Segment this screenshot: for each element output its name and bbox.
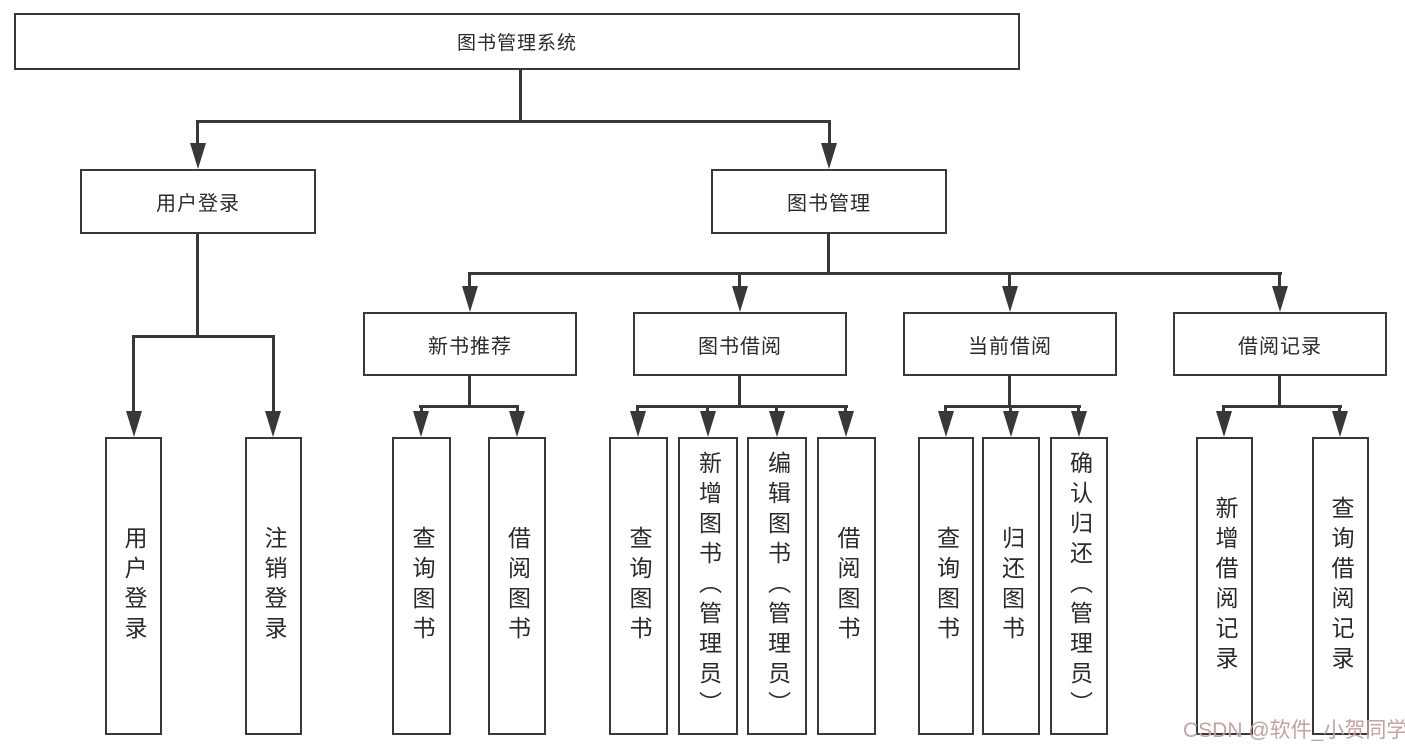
connector-line [516, 405, 519, 413]
connector-line [738, 272, 741, 288]
arrow-down-icon [821, 143, 837, 169]
node-new-book-recommendation-label: 新书推荐 [428, 335, 512, 358]
connector-line [132, 335, 135, 413]
node-book-borrowing: 图书借阅 [633, 312, 847, 376]
arrow-down-icon [509, 411, 525, 437]
connector-line [706, 405, 709, 413]
connector-line [1077, 405, 1080, 413]
connector-line [1222, 405, 1225, 413]
node-library-system: 图书管理系统 [14, 13, 1020, 70]
connector-line [944, 405, 1081, 408]
connector-line [1338, 405, 1341, 413]
arrow-down-icon [630, 411, 646, 437]
leaf-user-login-label: 用户登录 [121, 526, 147, 646]
connector-line [468, 376, 471, 408]
node-book-management: 图书管理 [711, 169, 947, 234]
leaf-query-borrow-record-label: 查询借阅记录 [1328, 496, 1354, 676]
connector-line [420, 405, 423, 413]
leaf-add-borrow-record-label: 新增借阅记录 [1212, 496, 1238, 676]
leaf-add-borrow-record: 新增借阅记录 [1196, 437, 1253, 735]
connector-line [468, 272, 1282, 275]
arrow-down-icon [838, 411, 854, 437]
leaf-query-books-borrowing-label: 查询图书 [626, 526, 652, 646]
node-current-borrowing: 当前借阅 [903, 312, 1117, 376]
connector-line [636, 405, 639, 413]
leaf-add-book-admin-label: 新增图书（管理员） [695, 451, 722, 721]
arrow-down-icon [769, 411, 785, 437]
connector-line [272, 335, 275, 413]
leaf-query-books-recommend-label: 查询图书 [409, 526, 435, 646]
leaf-return-book-label: 归还图书 [998, 526, 1025, 646]
leaf-borrow-books-borrowing: 借阅图书 [817, 437, 876, 735]
connector-line [1009, 405, 1012, 413]
connector-line [1278, 272, 1281, 288]
leaf-query-books-current-label: 查询图书 [933, 526, 960, 646]
leaf-edit-book-admin-label: 编辑图书（管理员） [764, 451, 791, 721]
connector-line [1222, 405, 1342, 408]
arrow-down-icon [1003, 411, 1019, 437]
arrow-down-icon [938, 411, 954, 437]
node-borrowing-records: 借阅记录 [1173, 312, 1387, 376]
leaf-logout-label: 注销登录 [261, 526, 287, 646]
leaf-return-book: 归还图书 [982, 437, 1040, 735]
leaf-user-login: 用户登录 [105, 437, 162, 735]
arrow-down-icon [190, 143, 206, 169]
connector-line [132, 335, 275, 338]
node-library-system-label: 图书管理系统 [456, 33, 577, 54]
connector-line [827, 234, 830, 275]
node-new-book-recommendation: 新书推荐 [363, 312, 577, 376]
node-user-login: 用户登录 [80, 169, 316, 234]
node-book-management-label: 图书管理 [787, 193, 871, 215]
arrow-down-icon [1272, 286, 1288, 312]
arrow-down-icon [265, 411, 281, 437]
arrow-down-icon [126, 411, 142, 437]
leaf-edit-book-admin: 编辑图书（管理员） [747, 437, 807, 735]
node-book-borrowing-label: 图书借阅 [698, 335, 782, 358]
node-current-borrowing-label: 当前借阅 [968, 335, 1052, 358]
leaf-query-books-recommend: 查询图书 [392, 437, 451, 735]
connector-line [419, 405, 519, 408]
leaf-logout: 注销登录 [245, 437, 302, 735]
connector-line [1008, 272, 1011, 288]
leaf-borrow-books-borrowing-label: 借阅图书 [834, 526, 860, 646]
leaf-add-book-admin: 新增图书（管理员） [678, 437, 738, 735]
leaf-query-books-borrowing: 查询图书 [609, 437, 668, 735]
arrow-down-icon [700, 411, 716, 437]
connector-line [1008, 376, 1011, 408]
arrow-down-icon [732, 286, 748, 312]
node-user-login-label: 用户登录 [156, 193, 240, 215]
leaf-borrow-books-recommend: 借阅图书 [488, 437, 546, 735]
connector-line [519, 70, 522, 120]
connector-line [196, 120, 831, 123]
connector-line [738, 376, 741, 408]
arrow-down-icon [413, 411, 429, 437]
leaf-confirm-return-admin-label: 确认归还（管理员） [1066, 451, 1093, 721]
connector-line [196, 234, 199, 335]
connector-line [468, 272, 471, 288]
connector-line [196, 120, 199, 146]
arrow-down-icon [1071, 411, 1087, 437]
leaf-borrow-books-recommend-label: 借阅图书 [504, 526, 531, 646]
arrow-down-icon [462, 286, 478, 312]
connector-line [1278, 376, 1281, 408]
arrow-down-icon [1216, 411, 1232, 437]
leaf-confirm-return-admin: 确认归还（管理员） [1050, 437, 1108, 735]
watermark: CSDN @软件_小贺同学 [1183, 719, 1405, 742]
connector-line [844, 405, 847, 413]
connector-line [775, 405, 778, 413]
node-borrowing-records-label: 借阅记录 [1238, 335, 1322, 358]
leaf-query-books-current: 查询图书 [918, 437, 974, 735]
arrow-down-icon [1002, 286, 1018, 312]
arrow-down-icon [1332, 411, 1348, 437]
connector-line [828, 120, 831, 146]
connector-line [944, 405, 947, 413]
leaf-query-borrow-record: 查询借阅记录 [1312, 437, 1369, 735]
connector-line [636, 405, 848, 408]
